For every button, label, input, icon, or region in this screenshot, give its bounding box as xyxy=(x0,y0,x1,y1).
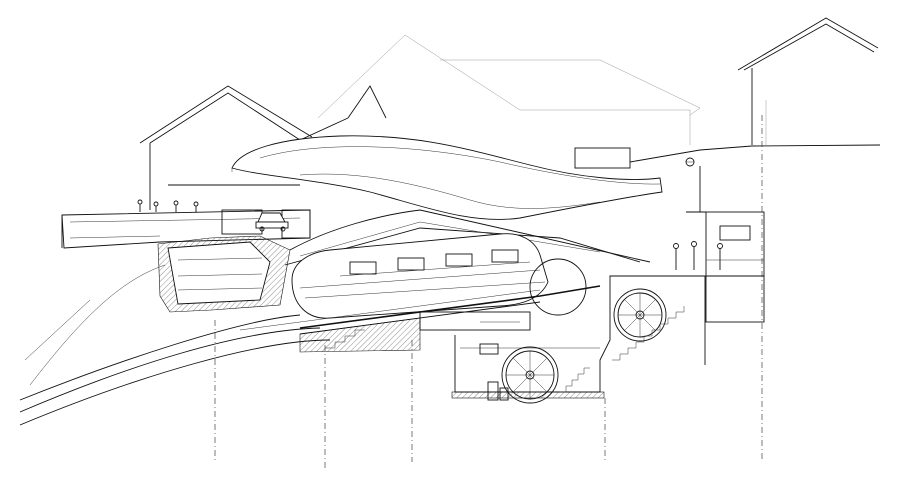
axis-lines xyxy=(214,115,763,470)
house-left xyxy=(139,85,387,210)
house-center-ghost xyxy=(317,34,701,145)
stair xyxy=(325,306,685,393)
bullwheel-lower xyxy=(487,346,559,404)
cabin-hall xyxy=(284,209,651,266)
funicular-cabin xyxy=(291,233,549,319)
survey-marker xyxy=(685,157,695,167)
station-body xyxy=(157,235,291,313)
wave-roof-canopy xyxy=(231,135,663,220)
house-right xyxy=(737,17,879,145)
people-figures xyxy=(137,199,723,270)
bullwheel-upper xyxy=(529,258,667,342)
ground-slope xyxy=(19,264,331,426)
machine-room xyxy=(451,275,706,399)
ground-top xyxy=(574,144,881,169)
track-ramp xyxy=(239,285,601,353)
right-rooms xyxy=(686,166,765,323)
car xyxy=(255,212,289,232)
